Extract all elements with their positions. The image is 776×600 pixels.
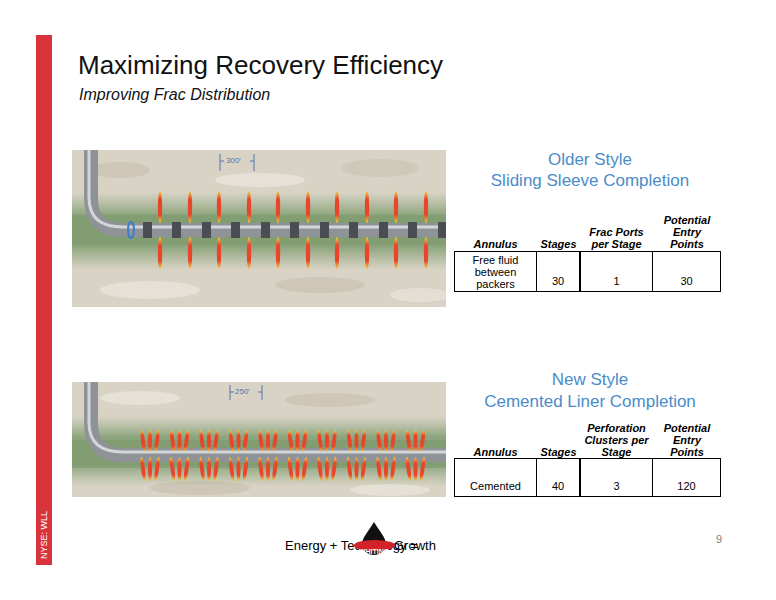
logo-text: WHITING [359,548,389,555]
table-cell: 30 [537,251,580,292]
table-cell: 120 [653,458,721,497]
dimension-label: 300' [226,156,241,165]
table-heading: Sliding Sleeve Completion [480,171,700,191]
table-cell: Cemented [454,458,537,497]
footer-text: Growth [394,538,436,553]
table-cell: 30 [653,251,721,292]
table-header: Annulus [454,205,537,250]
page-number: 9 [716,533,722,545]
table-header: Perforation Clusters per Stage [580,413,653,458]
table-cell: 40 [537,458,580,497]
table-header: Stages [537,205,580,250]
slide-title: Maximizing Recovery Efficiency [78,50,443,81]
table-header: Potential Entry Points [653,413,721,458]
table-header: Stages [537,413,580,458]
table-header: Potential Entry Points [653,205,721,250]
table-cell: Free fluid between packers [454,251,537,292]
table-header: Annulus [454,413,537,458]
dimension-label: 250' [235,387,250,396]
logo-oval: WHITING [354,540,395,551]
slide-subtitle: Improving Frac Distribution [79,86,270,104]
table-header: Frac Ports per Stage [580,205,653,250]
table-heading: New Style [480,370,700,390]
table-heading: Older Style [480,150,700,170]
table-cell: 3 [580,458,653,497]
table-cell: 1 [580,251,653,292]
table-heading: Cemented Liner Completion [480,392,700,412]
ticker-label: NYSE: WLL [37,505,51,565]
